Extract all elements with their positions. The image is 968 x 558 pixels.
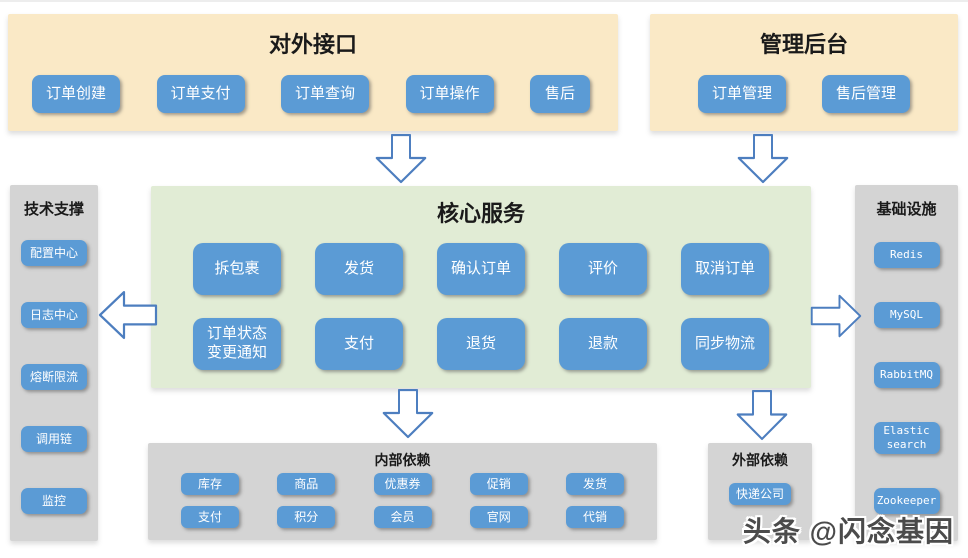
admin-node: 售后管理 bbox=[822, 75, 911, 113]
infrastructure-node: Redis bbox=[873, 242, 940, 268]
panel-external-dependencies: 外部依赖 快递公司 bbox=[708, 443, 812, 540]
panel-tech-support: 技术支撑 配置中心日志中心熔断限流调用链监控 bbox=[10, 185, 98, 541]
external-api-node: 订单支付 bbox=[156, 75, 245, 113]
internal-dep-node: 商品 bbox=[277, 473, 336, 495]
core-service-node: 取消订单 bbox=[681, 243, 769, 295]
panel-tech-support-title: 技术支撑 bbox=[23, 201, 84, 218]
core-service-node: 拆包裹 bbox=[193, 243, 281, 295]
internal-dep-node: 支付 bbox=[181, 506, 239, 528]
external-dep-node: 快递公司 bbox=[729, 483, 791, 505]
external-api-node: 订单创建 bbox=[32, 75, 121, 113]
core-service-node: 同步物流 bbox=[681, 318, 769, 370]
infrastructure-node: Elastic search bbox=[873, 422, 940, 454]
admin-button-row: 订单管理售后管理 bbox=[650, 75, 958, 113]
arrow-down-core-to-externaldeps-icon bbox=[735, 390, 789, 441]
panel-external-dependencies-title: 外部依赖 bbox=[732, 452, 788, 468]
external-api-node: 订单查询 bbox=[281, 75, 370, 113]
panel-core-services-title: 核心服务 bbox=[436, 201, 525, 226]
external-api-button-row: 订单创建订单支付订单查询订单操作售后 bbox=[32, 75, 590, 113]
internal-deps-row-1: 库存 商品 优惠券 促销 发货 bbox=[181, 473, 624, 495]
infrastructure-node: MySQL bbox=[873, 302, 940, 328]
tech-support-node: 日志中心 bbox=[21, 302, 87, 328]
infrastructure-node: RabbitMQ bbox=[873, 362, 940, 388]
internal-dep-node: 优惠券 bbox=[373, 473, 432, 495]
watermark-text: 头条 @闪念基因 bbox=[742, 516, 954, 547]
internal-deps-row-2: 支付 积分 会员 官网 代销 bbox=[181, 506, 624, 528]
arrow-right-core-to-infra-icon bbox=[810, 293, 862, 339]
arrow-left-core-to-tech-icon bbox=[98, 289, 158, 341]
admin-node: 订单管理 bbox=[697, 75, 786, 113]
core-service-node: 退款 bbox=[559, 318, 647, 370]
external-api-node: 售后 bbox=[530, 75, 590, 113]
panel-external-api-title: 对外接口 bbox=[268, 32, 357, 57]
internal-dep-node: 官网 bbox=[469, 506, 528, 528]
panel-admin-backend: 管理后台 订单管理售后管理 bbox=[650, 14, 958, 131]
external-deps-button-row: 快递公司 bbox=[708, 483, 812, 505]
tech-support-node: 调用链 bbox=[21, 426, 87, 452]
panel-core-services: 核心服务 拆包裹发货确认订单评价取消订单 订单状态变更通知支付退货退款同步物流 bbox=[151, 186, 811, 388]
core-service-node: 发货 bbox=[315, 243, 403, 295]
arrow-down-core-to-internal-icon bbox=[381, 389, 435, 439]
top-divider-line bbox=[0, 0, 968, 2]
panel-internal-dependencies: 内部依赖 库存 商品 优惠券 促销 发货 支付 积分 会员 官网 代销 bbox=[148, 443, 657, 540]
internal-dep-node: 会员 bbox=[373, 506, 432, 528]
core-service-node: 确认订单 bbox=[437, 243, 525, 295]
internal-dep-node: 代销 bbox=[566, 506, 624, 528]
tech-support-node: 配置中心 bbox=[21, 240, 87, 266]
core-services-row-2: 订单状态变更通知支付退货退款同步物流 bbox=[193, 318, 769, 370]
arrow-down-external-to-core-icon bbox=[374, 134, 428, 184]
tech-support-button-column: 配置中心日志中心熔断限流调用链监控 bbox=[10, 240, 98, 514]
internal-dep-node: 发货 bbox=[566, 473, 624, 495]
internal-dep-node: 积分 bbox=[277, 506, 336, 528]
tech-support-node: 监控 bbox=[21, 488, 87, 514]
external-api-node: 订单操作 bbox=[405, 75, 494, 113]
arrow-down-admin-to-core-icon bbox=[736, 134, 790, 184]
core-service-node: 支付 bbox=[315, 318, 403, 370]
core-service-node: 评价 bbox=[559, 243, 647, 295]
core-service-node: 退货 bbox=[437, 318, 525, 370]
panel-admin-backend-title: 管理后台 bbox=[759, 32, 848, 57]
infrastructure-node: Zookeeper bbox=[873, 487, 940, 514]
panel-infrastructure-title: 基础设施 bbox=[876, 201, 937, 218]
core-services-row-1: 拆包裹发货确认订单评价取消订单 bbox=[193, 243, 769, 295]
panel-external-api: 对外接口 订单创建订单支付订单查询订单操作售后 bbox=[8, 14, 618, 131]
internal-dep-node: 库存 bbox=[181, 473, 239, 495]
panel-internal-dependencies-title: 内部依赖 bbox=[374, 452, 431, 468]
internal-dep-node: 促销 bbox=[469, 473, 528, 495]
core-service-node: 订单状态变更通知 bbox=[193, 318, 281, 370]
tech-support-node: 熔断限流 bbox=[21, 364, 87, 390]
